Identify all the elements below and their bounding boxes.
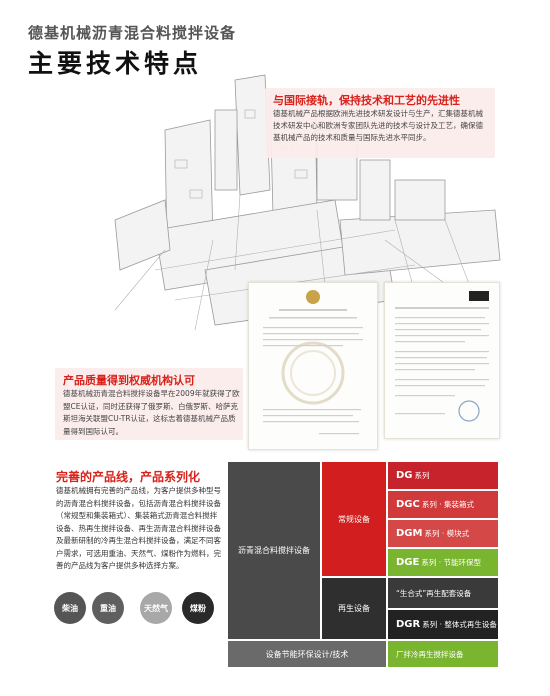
diagram-conventional: 常规设备 — [322, 462, 386, 576]
product-line-heading: 完善的产品线，产品系列化 — [56, 470, 201, 484]
fuel-natural-gas: 天然气 — [140, 592, 172, 624]
series-code: DGE — [396, 557, 420, 568]
ce-certificate-image — [248, 282, 378, 450]
page-title: 主要技术特点 — [28, 49, 203, 78]
tech-callout-body: 德基机械产品根据欧洲先进技术研发设计与生产，汇集德基机械技术研发中心和欧洲专家团… — [273, 109, 483, 142]
regen-code: DGR — [396, 619, 421, 630]
regen-desc: 系列 · 整体式再生设备 — [422, 620, 497, 629]
fuel-label: 煤粉 — [190, 603, 206, 613]
diagram-root: 沥青混合料搅拌设备 — [228, 462, 320, 639]
diagram-bottom-label: 设备节能环保设计/技术 — [265, 649, 349, 659]
diagram-regenerative-label: 再生设备 — [338, 604, 370, 613]
series-code: DGM — [396, 528, 423, 539]
fuel-diesel: 柴油 — [54, 592, 86, 624]
regen-desc: “生合式”再生配套设备 — [396, 588, 472, 598]
series-desc: 系列 — [414, 471, 430, 480]
diagram-bottom: 设备节能环保设计/技术 — [228, 641, 386, 667]
diagram-regenerative: 再生设备 — [322, 578, 386, 639]
diagram-conventional-label: 常规设备 — [338, 514, 370, 524]
eac-mark-icon — [395, 291, 489, 422]
quality-callout: 产品质量得到权威机构认可 德基机械沥青混合料搅拌设备早在2009年就获得了欧盟C… — [55, 368, 243, 440]
fuel-label: 柴油 — [62, 603, 78, 613]
fuel-heavy-oil: 重油 — [92, 592, 124, 624]
tech-callout-heading: 与国际接轨，保持技术和工艺的先进性 — [273, 94, 460, 107]
series-code: DG — [396, 470, 413, 481]
series-desc: 系列 · 集装箱式 — [421, 500, 475, 509]
quality-callout-body: 德基机械沥青混合料搅拌设备早在2009年就获得了欧盟CE认证，同时还获得了俄罗斯… — [63, 389, 240, 436]
eac-certificate-image — [384, 282, 500, 439]
regen-desc: 厂拌冷再生搅拌设备 — [396, 649, 464, 659]
fuel-coal-powder: 煤粉 — [182, 592, 214, 624]
regen-item-plant: “生合式”再生配套设备 — [388, 578, 498, 608]
fuel-label: 重油 — [100, 603, 116, 613]
quality-callout-heading: 产品质量得到权威机构认可 — [63, 374, 195, 387]
fuel-label: 天然气 — [144, 603, 168, 613]
diagram-root-label: 沥青混合料搅拌设备 — [238, 546, 310, 555]
product-line-body: 德基机械拥有完善的产品线，为客户提供多种型号的沥青混合料搅拌设备，包括沥青混合料… — [56, 486, 221, 570]
tech-callout: 与国际接轨，保持技术和工艺的先进性 德基机械产品根据欧洲先进技术研发设计与生产，… — [265, 88, 495, 158]
series-code: DGC — [396, 499, 420, 510]
regen-item-cold: 厂拌冷再生搅拌设备 — [388, 641, 498, 667]
certificate-seal-icon — [263, 290, 363, 435]
brand-title: 德基机械沥青混合料搅拌设备 — [28, 24, 237, 42]
series-desc: 系列 · 模块式 — [424, 529, 470, 538]
series-desc: 系列 · 节能环保型 — [421, 558, 481, 567]
